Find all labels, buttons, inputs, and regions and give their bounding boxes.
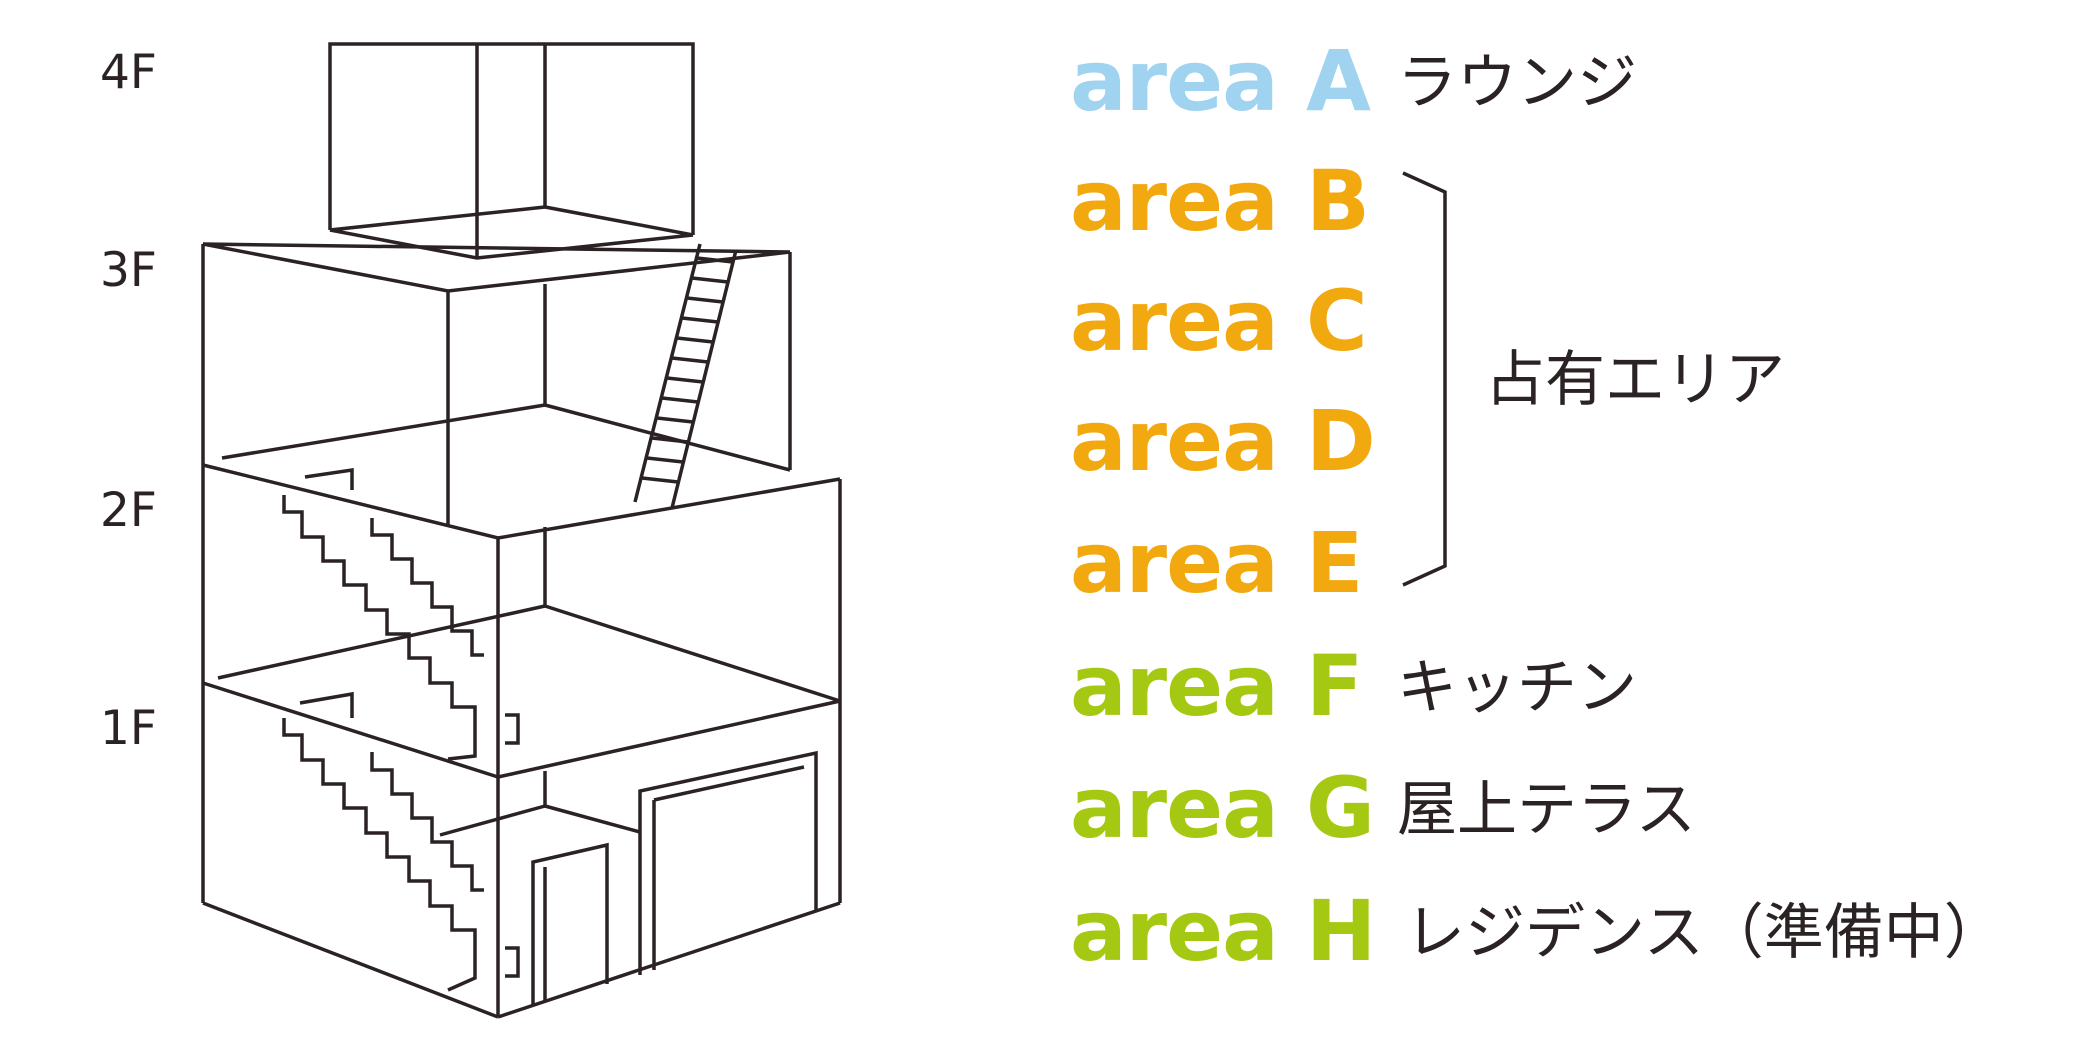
area-a-description: ラウンジ bbox=[1397, 48, 1637, 118]
stair-openings bbox=[299, 467, 354, 718]
floor-label-3f: 3F bbox=[100, 243, 157, 298]
group-bracket bbox=[1402, 171, 1447, 587]
group-label: 占有エリア bbox=[1485, 345, 1785, 415]
area-e-label: area E bbox=[1070, 514, 1362, 612]
area-f-label: area F bbox=[1070, 637, 1362, 735]
main-volume bbox=[201, 463, 842, 1019]
floor-label-1f: 1F bbox=[100, 701, 157, 756]
third-floor-volume bbox=[201, 242, 792, 527]
rooftop-box bbox=[328, 42, 695, 260]
area-b-label: area B bbox=[1070, 152, 1369, 250]
ladder bbox=[633, 243, 738, 509]
area-h-label: area H bbox=[1070, 882, 1375, 980]
area-g-label: area G bbox=[1070, 759, 1374, 857]
area-legend: area A area B area C area D area E area … bbox=[1070, 32, 2004, 980]
building-illustration bbox=[201, 42, 842, 1019]
staircase-2f bbox=[282, 495, 520, 761]
area-f-description: キッチン bbox=[1397, 653, 1637, 723]
area-c-label: area C bbox=[1070, 272, 1367, 370]
area-h-description: レジデンス（準備中） bbox=[1405, 898, 2004, 968]
door-left bbox=[531, 842, 609, 1004]
floor-label-4f: 4F bbox=[100, 45, 157, 100]
area-d-label: area D bbox=[1070, 392, 1375, 490]
area-g-description: 屋上テラス bbox=[1397, 775, 1696, 845]
staircase-1f bbox=[282, 718, 520, 992]
door-right bbox=[638, 750, 818, 975]
area-a-label: area A bbox=[1070, 32, 1371, 130]
floor-label-2f: 2F bbox=[100, 483, 157, 538]
